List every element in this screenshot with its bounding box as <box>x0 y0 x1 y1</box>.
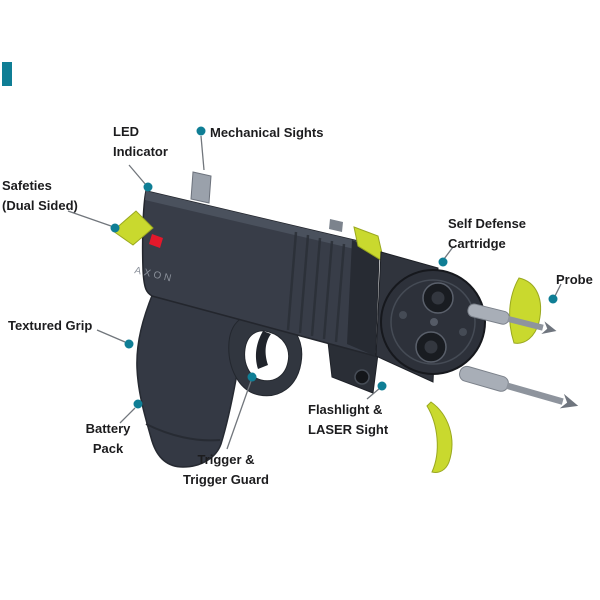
cartridge-bore-bottom-pin <box>424 340 438 354</box>
callout-label-probe: Probe <box>556 272 593 287</box>
callout-dot-battery-pack <box>133 399 143 409</box>
callout-label-trigger-trigger-guard: Trigger & Trigger Guard <box>183 452 269 487</box>
callout-line-led-indicator <box>128 164 147 186</box>
callout-label-flashlight-laser-sight: Flashlight & LASER Sight <box>308 402 389 437</box>
callout-dot-textured-grip <box>124 339 134 349</box>
callout-line-flashlight-laser-sight <box>366 387 381 400</box>
textured-grip-part <box>136 292 248 468</box>
callout-line-probe <box>554 283 562 297</box>
body-top-face <box>145 191 366 251</box>
callout-dot-safeties <box>110 223 120 233</box>
battery-pack-seam <box>145 423 221 442</box>
callout-line-battery-pack <box>119 407 136 424</box>
rear-sight <box>190 171 212 204</box>
safety-lever <box>112 210 154 246</box>
callout-dots <box>110 126 558 409</box>
callout-line-mechanical-sights <box>200 135 205 171</box>
callout-line-self-defense-cartridge <box>443 246 454 260</box>
callout-label-mechanical-sights: Mechanical Sights <box>210 125 324 140</box>
cartridge-screw-right <box>459 328 467 336</box>
callout-label-textured-grip: Textured Grip <box>8 318 93 333</box>
flashlight-lens <box>354 369 370 385</box>
probe-fin-bottom <box>426 401 453 473</box>
muzzle-plate <box>347 240 379 356</box>
cartridge-bore-top-pin <box>431 291 445 305</box>
callout-label-self-defense-cartridge: Self Defense Cartridge <box>448 216 527 251</box>
callout-dot-probe <box>548 294 558 304</box>
callout-dot-led-indicator <box>143 182 153 192</box>
callout-line-textured-grip <box>96 329 126 343</box>
callout-lines <box>67 135 562 450</box>
callout-dot-mechanical-sights <box>196 126 206 136</box>
callout-dot-self-defense-cartridge <box>438 257 448 267</box>
body-texture-ribs <box>286 231 346 343</box>
led-indicator-light <box>149 234 163 248</box>
callout-label-battery-pack: Battery Pack <box>85 421 131 456</box>
front-sight <box>329 219 343 232</box>
probe-fin-top <box>509 277 542 344</box>
cartridge-center-detail <box>430 318 438 326</box>
trigger-part <box>255 331 271 369</box>
callout-dot-flashlight-laser-sight <box>377 381 387 391</box>
cartridge-screw-left <box>399 311 407 319</box>
probe-top <box>467 303 557 334</box>
callout-line-trigger-trigger-guard <box>226 380 252 450</box>
cartridge-face-ring <box>390 279 476 365</box>
callout-label-safeties: Safeties (Dual Sided) <box>2 178 78 213</box>
callout-label-led-indicator: LED Indicator <box>113 124 168 159</box>
corner-accent-marker <box>2 62 12 86</box>
callout-dot-trigger-trigger-guard <box>247 372 257 382</box>
probe-bottom <box>459 365 579 409</box>
callout-line-safeties <box>67 210 112 227</box>
